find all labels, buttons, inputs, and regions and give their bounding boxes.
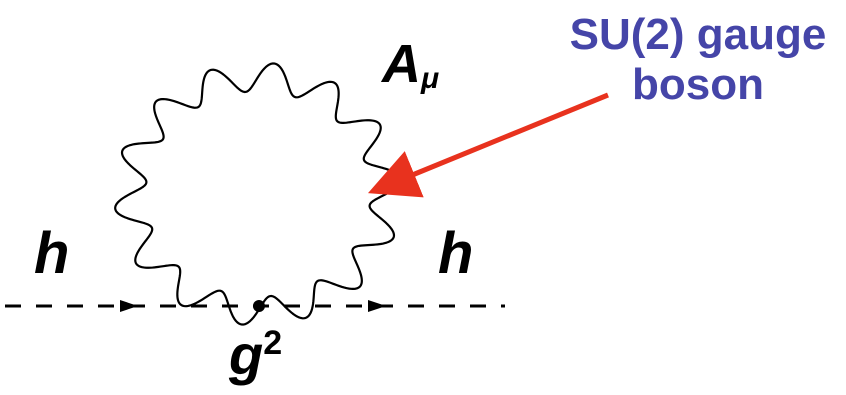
coupling-label: g2	[229, 323, 283, 386]
annotation-line-1: SU(2) gauge	[569, 10, 827, 59]
gauge-boson-loop	[114, 62, 402, 326]
right-momentum-arrow	[368, 300, 386, 312]
annotation-text: SU(2) gauge boson	[548, 10, 846, 110]
scalar-left-label: h	[34, 221, 70, 286]
interaction-vertex	[253, 300, 265, 312]
left-momentum-arrow	[120, 300, 138, 312]
gauge-field-subscript: μ	[421, 62, 440, 95]
gauge-field-label: Aμ	[382, 34, 440, 95]
scalar-right-label: h	[438, 221, 474, 286]
coupling-exponent: 2	[263, 324, 283, 362]
annotation-arrow	[367, 92, 609, 198]
annotation-line-2: boson	[632, 60, 764, 109]
